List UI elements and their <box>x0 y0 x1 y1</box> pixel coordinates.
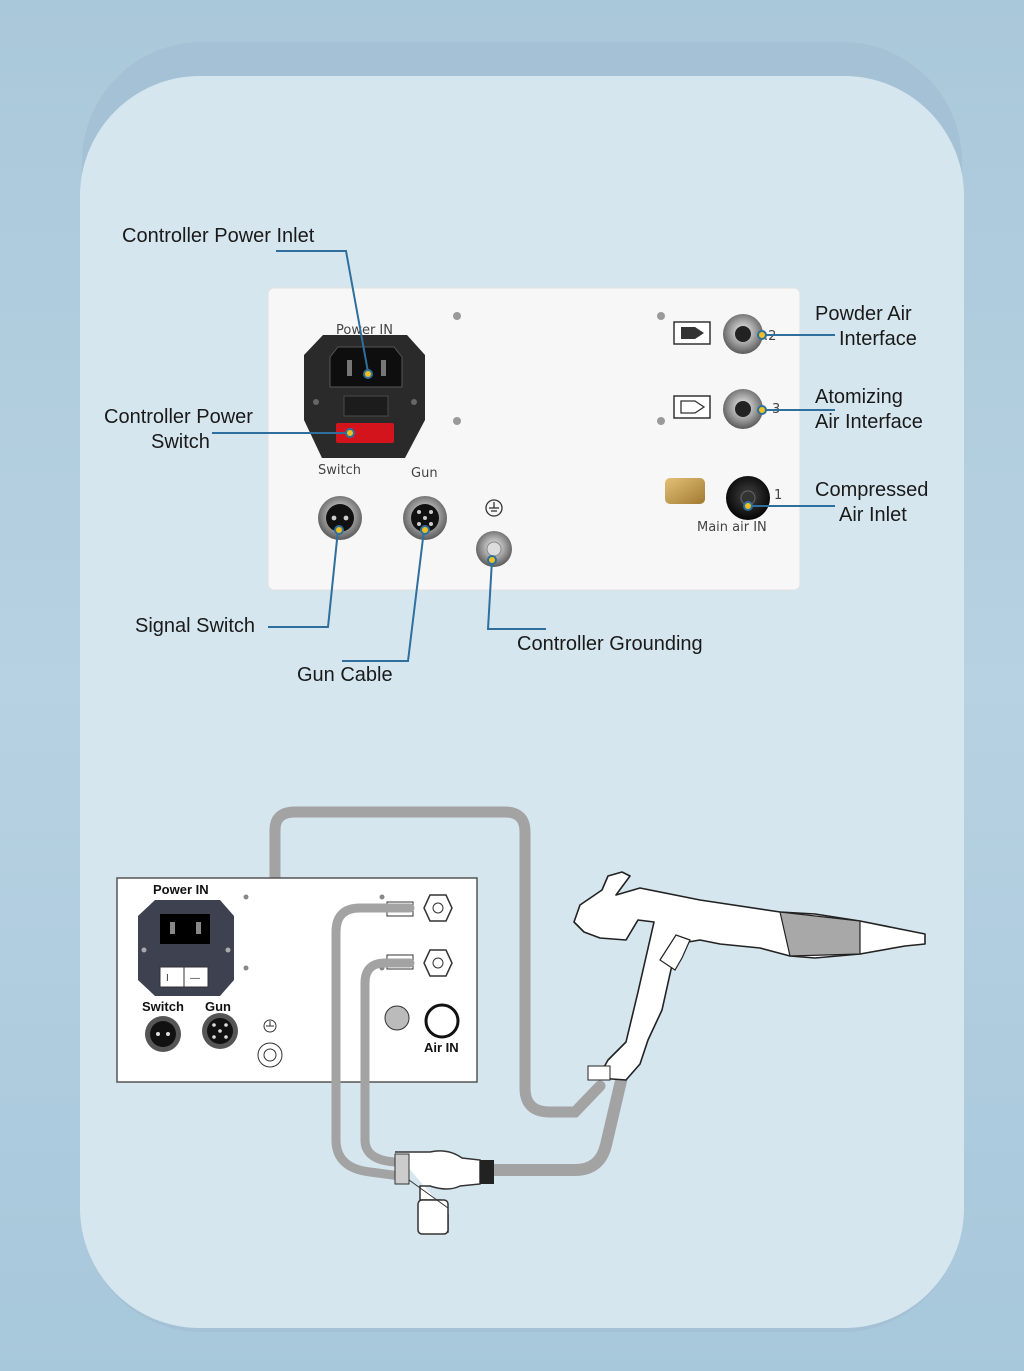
label-powder-air-line2: Interface <box>839 328 917 350</box>
schematic-ground-icon <box>263 1019 277 1033</box>
screw <box>243 894 249 900</box>
schematic-switch-label: Switch <box>142 999 184 1014</box>
svg-text:—: — <box>190 973 200 984</box>
powder-air-icon <box>673 321 711 345</box>
label-controller-power-inlet: Controller Power Inlet <box>122 225 315 247</box>
powder-air-hose <box>331 903 415 1181</box>
label-signal-switch: Signal Switch <box>135 615 256 637</box>
ground-symbol-icon <box>485 499 503 517</box>
schematic-power-socket <box>160 914 210 944</box>
label-powder-air-line1: Powder Air <box>815 303 912 325</box>
label-atomizing-air-line1: Atomizing <box>815 386 903 408</box>
atomizing-air-icon <box>673 395 711 419</box>
label-compressed-air-line1: Compressed <box>815 479 929 501</box>
powder-air-port-bore <box>735 326 751 342</box>
fuse-screw <box>411 399 417 405</box>
schematic-air-in-port <box>424 1003 460 1039</box>
fuse-drawer <box>343 395 389 417</box>
socket-pin <box>429 522 433 526</box>
photo-main-air-in-label: Main air IN <box>697 520 767 535</box>
power-inlet-socket <box>329 346 403 388</box>
fuse-screw <box>313 399 319 405</box>
leader-line-grounding <box>486 559 546 630</box>
socket-pin <box>423 516 427 520</box>
connection-schematic: Power IN I — Switch Gun <box>116 806 926 1235</box>
powder-feed-hose <box>489 1062 630 1176</box>
port-1-label: 1 <box>774 488 782 503</box>
atomizing-air-hose <box>360 958 415 1167</box>
socket-pin <box>343 515 349 521</box>
photo-power-in-label: Power IN <box>336 323 393 338</box>
label-compressed-air-line2: Air Inlet <box>839 504 907 526</box>
brass-muffler <box>665 478 705 504</box>
socket-pin <box>417 510 421 514</box>
screw <box>379 894 385 900</box>
background-card <box>80 76 964 1328</box>
grounding-post-stud <box>486 541 502 557</box>
schematic-muffler <box>384 1005 410 1031</box>
screw <box>243 965 249 971</box>
label-gun-cable: Gun Cable <box>297 664 393 686</box>
spray-gun <box>573 871 926 1081</box>
leader-line-gun-cable <box>342 529 425 662</box>
screw <box>657 312 665 320</box>
label-controller-power-switch-line2: Switch <box>151 431 210 453</box>
schematic-air-in-label: Air IN <box>424 1040 459 1055</box>
screw <box>657 417 665 425</box>
leader-line-signal-switch <box>268 529 339 628</box>
socket-pin <box>347 360 352 376</box>
screw <box>453 312 461 320</box>
schematic-power-in-label: Power IN <box>153 882 209 897</box>
screw <box>453 417 461 425</box>
photo-switch-label: Switch <box>318 463 361 478</box>
power-switch-rocker <box>336 423 394 443</box>
atomizing-air-port-bore <box>735 401 751 417</box>
socket-pin <box>417 522 421 526</box>
controller-rear-panel-photo: Power IN Switch Gun <box>267 287 801 591</box>
svg-text:I: I <box>166 973 169 984</box>
photo-gun-label: Gun <box>411 466 438 481</box>
socket-pin <box>381 360 386 376</box>
label-controller-grounding: Controller Grounding <box>517 633 703 655</box>
signal-switch-socket <box>326 504 354 532</box>
port-2-label: .2 <box>764 329 776 344</box>
leader-lines <box>212 250 835 662</box>
socket-pin <box>429 510 433 514</box>
powder-injector <box>394 1150 494 1235</box>
label-atomizing-air-line2: Air Interface <box>815 411 923 433</box>
leader-line-power-inlet <box>276 250 369 373</box>
schematic-gun-label: Gun <box>205 999 231 1014</box>
socket-pin <box>331 515 337 521</box>
label-controller-power-switch-line1: Controller Power <box>104 406 253 428</box>
